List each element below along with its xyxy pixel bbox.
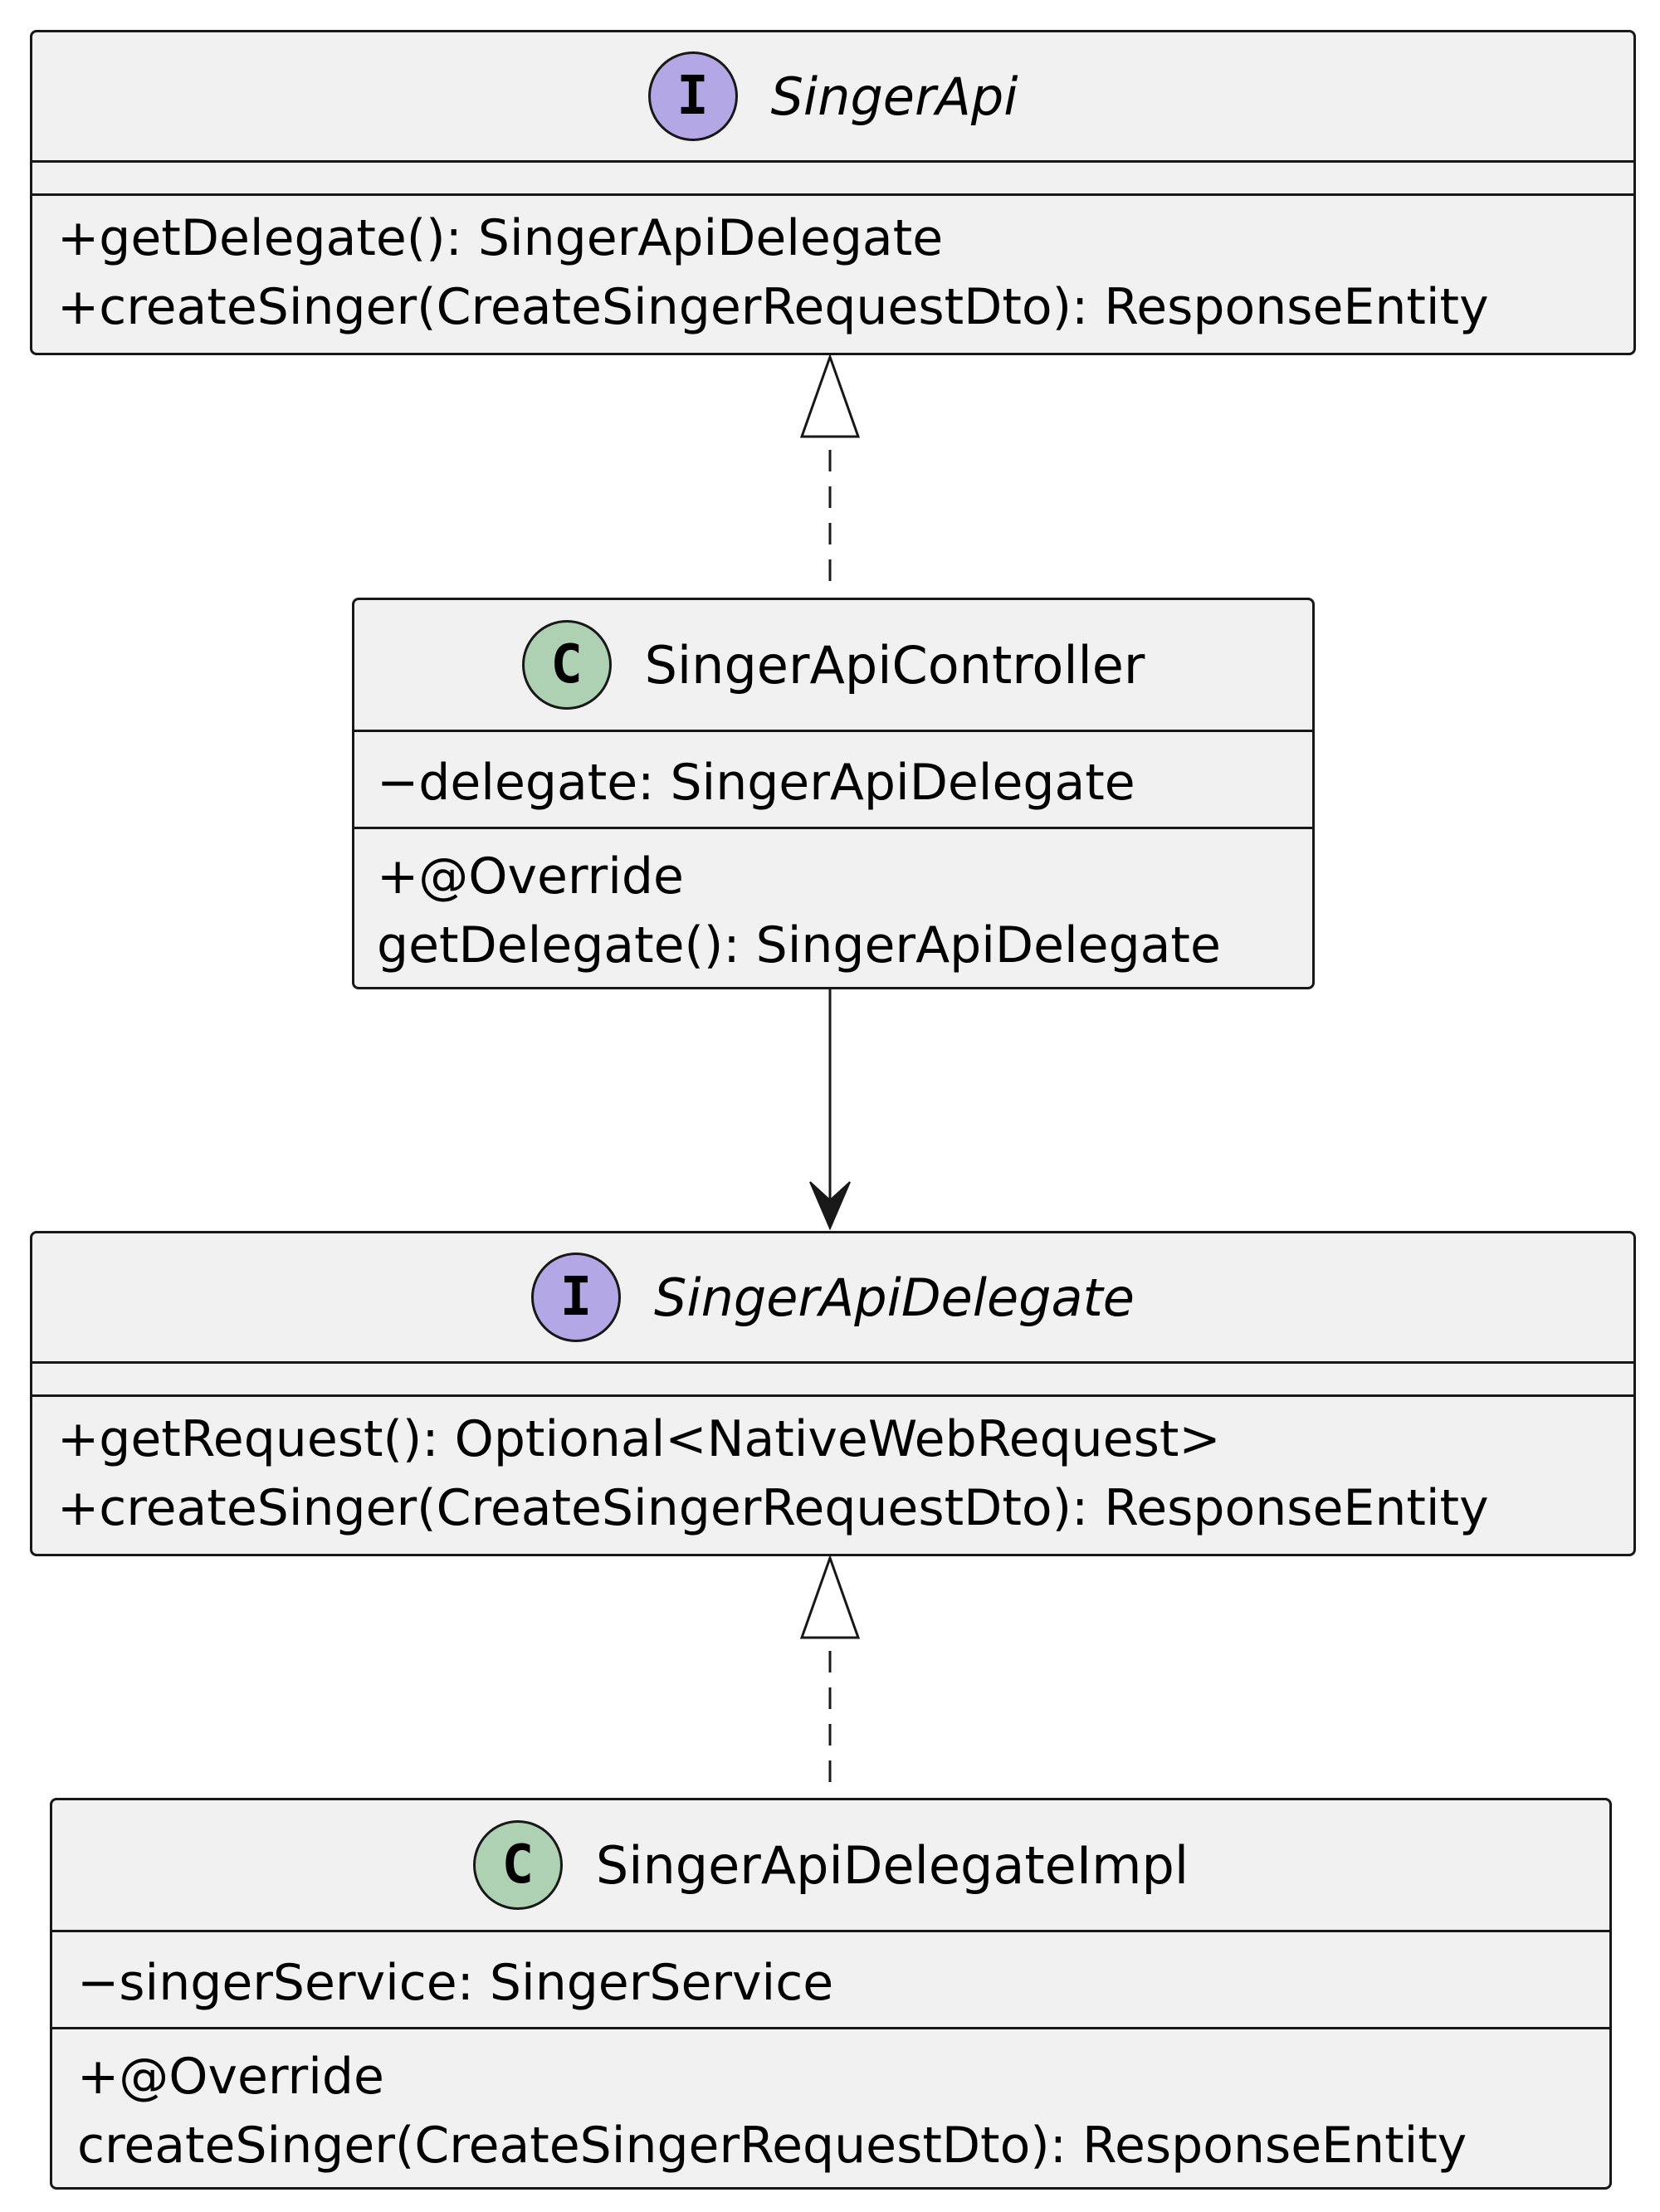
box-header: C SingerApiDelegateImpl xyxy=(52,1800,1609,1930)
realization-impl-to-delegate xyxy=(799,1554,861,1782)
box-header: I SingerApiDelegate xyxy=(32,1233,1633,1361)
methods-section: +@Override getDelegate(): SingerApiDeleg… xyxy=(354,827,1312,980)
interface-box-singerapi: I SingerApi +getDelegate(): SingerApiDel… xyxy=(30,30,1636,355)
open-arrowhead xyxy=(809,1181,851,1231)
method-line: +getDelegate(): SingerApiDelegate xyxy=(57,209,944,267)
fields-section xyxy=(32,1361,1633,1394)
class-box-singerapidelegateimpl: C SingerApiDelegateImpl −singerService: … xyxy=(50,1798,1612,2190)
methods-section: +getDelegate(): SingerApiDelegate +creat… xyxy=(32,193,1633,342)
box-header: C SingerApiController xyxy=(354,600,1312,730)
realization-controller-to-singerapi xyxy=(799,353,861,581)
methods-section: +@Override createSinger(CreateSingerRequ… xyxy=(52,2027,1609,2180)
method-line: +@Override xyxy=(77,2048,384,2106)
methods-section: +getRequest(): Optional<NativeWebRequest… xyxy=(32,1394,1633,1543)
interface-badge-icon: I xyxy=(647,51,738,141)
fields-section: −singerService: SingerService xyxy=(52,1930,1609,2027)
class-box-singerapicontroller: C SingerApiController −delegate: SingerA… xyxy=(352,598,1315,989)
field-line: −singerService: SingerService xyxy=(77,1954,834,2012)
method-line: createSinger(CreateSingerRequestDto): Re… xyxy=(77,2117,1467,2175)
hollow-triangle-arrowhead xyxy=(799,353,861,438)
field-line: −delegate: SingerApiDelegate xyxy=(377,754,1135,812)
method-line: +createSinger(CreateSingerRequestDto): R… xyxy=(57,1479,1489,1537)
method-line: getDelegate(): SingerApiDelegate xyxy=(377,916,1221,974)
method-line: +getRequest(): Optional<NativeWebRequest… xyxy=(57,1410,1221,1468)
fields-section: −delegate: SingerApiDelegate xyxy=(354,730,1312,827)
box-title: SingerApiDelegate xyxy=(654,1267,1135,1328)
interface-box-singerapidelegate: I SingerApiDelegate +getRequest(): Optio… xyxy=(30,1231,1636,1556)
fields-section xyxy=(32,160,1633,193)
hollow-triangle-arrowhead xyxy=(799,1554,861,1639)
association-controller-to-delegate xyxy=(809,989,851,1231)
interface-badge-icon: I xyxy=(531,1252,622,1342)
box-title: SingerApi xyxy=(770,66,1018,127)
box-title: SingerApiController xyxy=(644,634,1145,696)
method-line: +createSinger(CreateSingerRequestDto): R… xyxy=(57,278,1489,336)
class-badge-icon: C xyxy=(521,620,612,710)
box-header: I SingerApi xyxy=(32,32,1633,160)
class-badge-icon: C xyxy=(472,1820,563,1910)
box-title: SingerApiDelegateImpl xyxy=(595,1834,1189,1896)
method-line: +@Override xyxy=(377,847,684,906)
